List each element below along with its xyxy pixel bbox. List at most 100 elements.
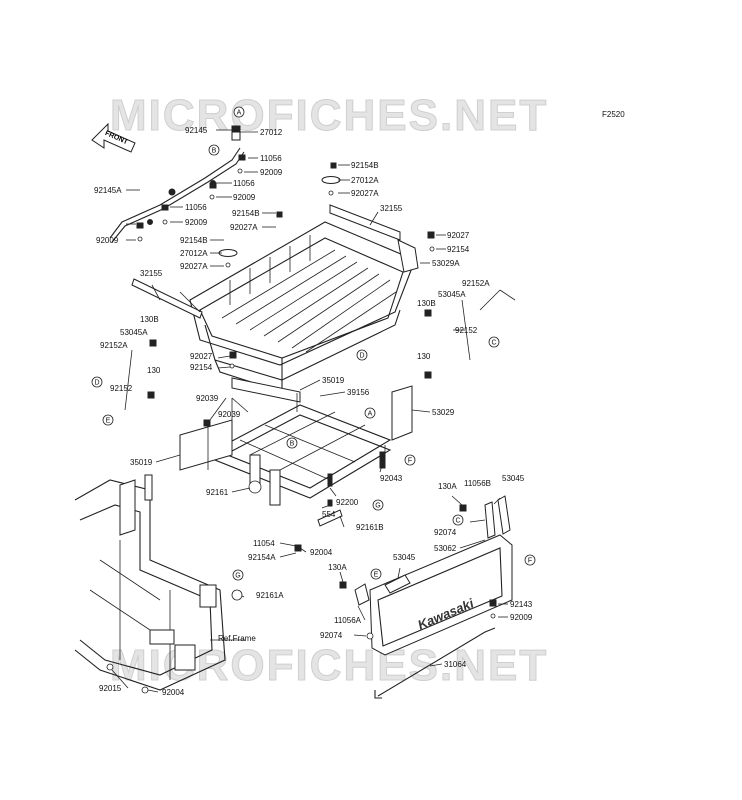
- svg-text:D: D: [94, 380, 99, 387]
- cargo-bed-part: [189, 204, 419, 393]
- svg-text:C: C: [455, 518, 460, 525]
- fasteners-mid: [124, 231, 497, 640]
- label-554: 554: [322, 510, 336, 519]
- label-92154-b: 92154: [190, 363, 213, 372]
- label-11056b: 11056B: [464, 479, 491, 488]
- callout-g: G: [372, 499, 384, 511]
- label-32155: 32155: [380, 204, 403, 213]
- label-92154b-c: 92154B: [180, 236, 208, 245]
- label-92027: 92027: [447, 231, 470, 240]
- label-92043: 92043: [380, 474, 403, 483]
- callout-e-2: E: [370, 568, 382, 580]
- label-92152a: 92152A: [462, 279, 490, 288]
- label-92009-e: 92009: [510, 613, 533, 622]
- svg-text:G: G: [235, 573, 240, 580]
- label-92074: 92074: [434, 528, 457, 537]
- label-92004-b: 92004: [162, 688, 185, 697]
- label-92027-b: 92027: [190, 352, 213, 361]
- watermark-top: MICROFICHES.NET: [110, 91, 548, 140]
- label-53029a: 53029A: [432, 259, 460, 268]
- label-92154a: 92154A: [248, 553, 276, 562]
- label-92154: 92154: [447, 245, 470, 254]
- cable-part: [374, 627, 496, 699]
- svg-text:G: G: [375, 503, 380, 510]
- callout-d: D: [356, 349, 368, 361]
- svg-text:F: F: [408, 458, 412, 465]
- label-11056a: 11056A: [334, 616, 362, 625]
- svg-text:A: A: [237, 110, 242, 117]
- callout-c-2: C: [452, 514, 464, 526]
- label-53045a-b: 53045A: [120, 328, 148, 337]
- label-53062: 53062: [434, 544, 457, 553]
- label-92027a-c: 92027A: [180, 262, 208, 271]
- label-92145a: 92145A: [94, 186, 122, 195]
- label-92145: 92145: [185, 126, 208, 135]
- label-130a-b: 130A: [328, 563, 347, 572]
- svg-text:B: B: [212, 148, 217, 155]
- callout-b-2: B: [286, 437, 298, 449]
- label-92004: 92004: [310, 548, 333, 557]
- label-53045: 53045: [502, 474, 525, 483]
- label-130: 130: [417, 352, 431, 361]
- label-92027a: 92027A: [351, 189, 379, 198]
- label-35019-b: 35019: [130, 458, 153, 467]
- label-92039-b: 92039: [218, 410, 241, 419]
- label-130-b: 130: [147, 366, 161, 375]
- callout-c: C: [488, 336, 500, 348]
- label-11056-c: 11056: [185, 203, 207, 212]
- label-92154b: 92154B: [351, 161, 379, 170]
- callout-g-2: G: [232, 569, 244, 581]
- label-130a: 130A: [438, 482, 457, 491]
- callout-a: A: [233, 106, 245, 118]
- callout-a-2: A: [364, 407, 376, 419]
- label-92039: 92039: [196, 394, 219, 403]
- svg-text:E: E: [106, 418, 111, 425]
- callout-b: B: [208, 144, 220, 156]
- figure-code: F2520: [602, 110, 625, 119]
- label-53045a: 53045A: [438, 290, 466, 299]
- callout-d-2: D: [91, 376, 103, 388]
- label-92027a-b: 92027A: [230, 223, 258, 232]
- label-ref-frame: Ref.Frame: [218, 634, 256, 643]
- rail-left-part: [131, 278, 203, 319]
- label-27012: 27012: [260, 128, 283, 137]
- latches-part: [354, 495, 511, 606]
- label-27012a-b: 27012A: [180, 249, 208, 258]
- label-92074-b: 92074: [320, 631, 343, 640]
- label-92009: 92009: [260, 168, 283, 177]
- callout-e: E: [102, 414, 114, 426]
- label-92152-b: 92152: [110, 384, 133, 393]
- part-labels: 92145 27012 11056 92009 92145A 11056 920…: [94, 126, 533, 697]
- label-92161a: 92161A: [256, 591, 284, 600]
- label-92009-d: 92009: [96, 236, 119, 245]
- label-92200: 92200: [336, 498, 359, 507]
- label-92009-b: 92009: [233, 193, 256, 202]
- label-92161: 92161: [206, 488, 229, 497]
- label-130b: 130B: [417, 299, 436, 308]
- label-92154b-b: 92154B: [232, 209, 260, 218]
- label-11056-b: 11056: [233, 179, 255, 188]
- label-35019: 35019: [322, 376, 345, 385]
- sub-frame-part: [179, 377, 413, 506]
- svg-text:A: A: [368, 411, 373, 418]
- label-11054: 11054: [253, 539, 275, 548]
- svg-text:F: F: [528, 558, 532, 565]
- svg-text:B: B: [290, 441, 295, 448]
- svg-text:D: D: [359, 353, 364, 360]
- vehicle-frame-part: [74, 474, 243, 694]
- label-92152a-b: 92152A: [100, 341, 128, 350]
- label-11056: 11056: [260, 154, 282, 163]
- leader-lines: [111, 129, 516, 693]
- label-53045-b: 53045: [393, 553, 416, 562]
- svg-text:C: C: [491, 340, 496, 347]
- callout-f: F: [404, 454, 416, 466]
- svg-text:E: E: [374, 572, 379, 579]
- callout-f-2: F: [524, 554, 536, 566]
- label-92009-c: 92009: [185, 218, 208, 227]
- label-92161b: 92161B: [356, 523, 384, 532]
- label-32155-b: 32155: [140, 269, 163, 278]
- label-92015: 92015: [99, 684, 122, 693]
- label-130b-b: 130B: [140, 315, 159, 324]
- label-92152: 92152: [455, 326, 478, 335]
